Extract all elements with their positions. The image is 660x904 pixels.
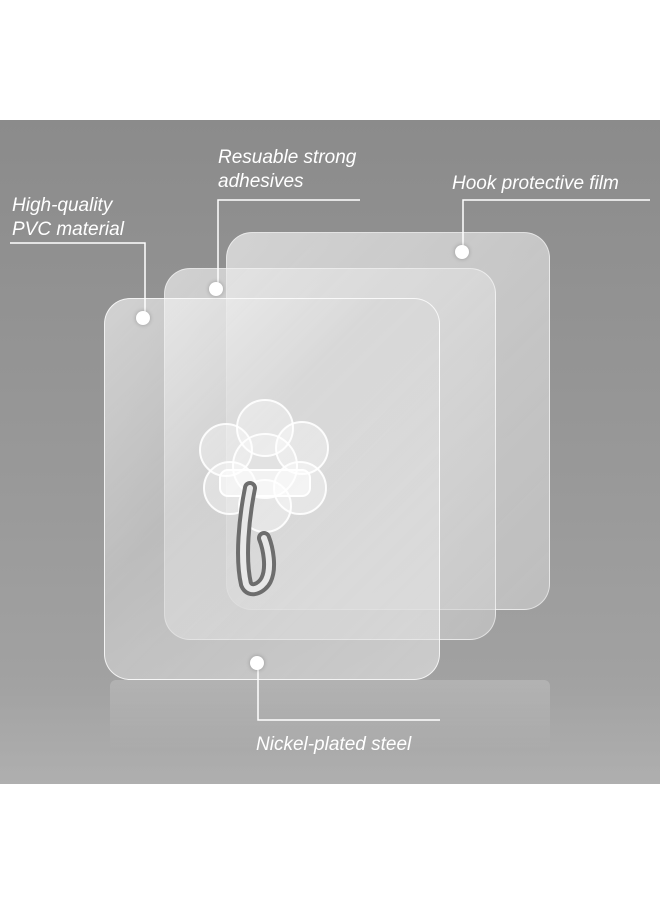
pvc-label: High-quality PVC material [12, 194, 124, 242]
film-label: Hook protective film [452, 173, 619, 194]
pvc-label-line1: High-quality [12, 195, 113, 216]
adhesive-leader-line [217, 199, 360, 285]
steel-label: Nickel-plated steel [256, 734, 412, 755]
adhesive-label: Resuable strong adhesives [218, 146, 356, 194]
product-scene [0, 120, 660, 784]
hook-mount-bar [219, 469, 311, 497]
hook-wire-highlight [240, 485, 273, 593]
adhesive-label-line2: adhesives [218, 171, 304, 192]
floor-surface [0, 680, 660, 784]
pvc-marker-dot [136, 311, 150, 325]
film-leader-line [462, 199, 650, 250]
film-marker-dot [455, 245, 469, 259]
adhesive-label-line1: Resuable strong [218, 147, 357, 168]
pvc-label-line2: PVC material [12, 219, 124, 240]
pvc-leader-line [10, 242, 146, 315]
floor-reflection [110, 680, 550, 750]
steel-leader-line [257, 662, 440, 721]
steel-marker-dot [250, 656, 264, 670]
hook-illustration [199, 399, 329, 597]
adhesive-marker-dot [209, 282, 223, 296]
